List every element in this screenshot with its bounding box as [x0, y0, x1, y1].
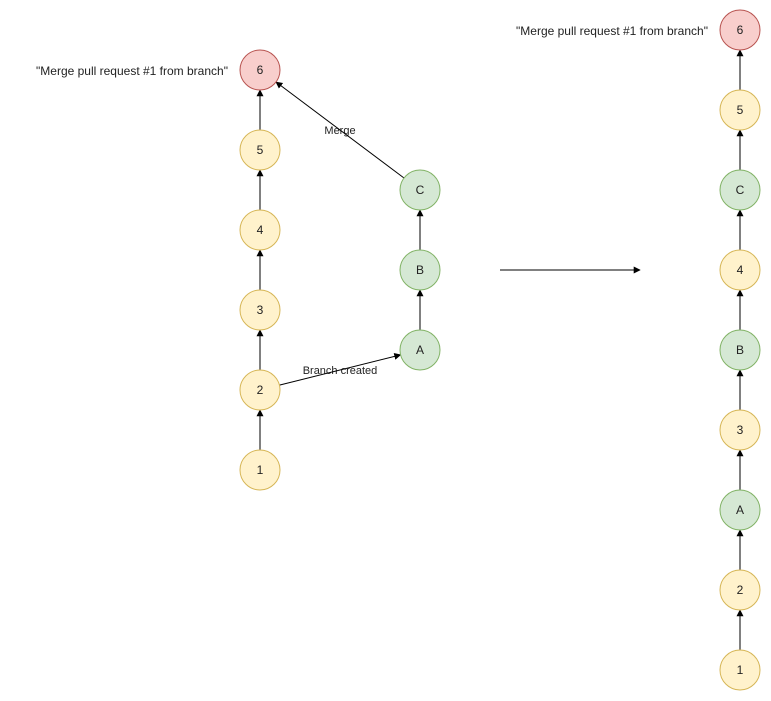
right-commit-6: 6	[719, 9, 761, 51]
right-commit-3-circle	[719, 409, 761, 451]
left-commit-B-circle	[399, 249, 441, 291]
right-commit-C: C	[719, 169, 761, 211]
left-commit-2-label: 2	[257, 383, 264, 397]
left-commit-3: 3	[239, 289, 281, 331]
left-edge-merge	[275, 81, 405, 179]
right-commit-5-circle	[719, 89, 761, 131]
right-commit-2-circle	[719, 569, 761, 611]
right-commit-B: B	[719, 329, 761, 371]
left-commit-C-circle	[399, 169, 441, 211]
left-commit-5-circle	[239, 129, 281, 171]
right-commit-A-circle	[719, 489, 761, 531]
left-commit-2: 2	[239, 369, 281, 411]
left-edge-branch-created	[279, 352, 402, 386]
left-commit-6-circle	[239, 49, 281, 91]
right-commit-1: 1	[719, 649, 761, 691]
left-merge-caption: "Merge pull request #1 from branch"	[36, 64, 228, 78]
right-commit-5: 5	[719, 89, 761, 131]
left-commit-5: 5	[239, 129, 281, 171]
right-commit-2-label: 2	[737, 583, 744, 597]
left-commit-C: C	[399, 169, 441, 211]
left-commit-A-label: A	[416, 343, 424, 357]
right-commit-2: 2	[719, 569, 761, 611]
left-commit-5-label: 5	[257, 143, 264, 157]
left-commit-4-label: 4	[257, 223, 264, 237]
right-commit-4: 4	[719, 249, 761, 291]
left-commit-2-circle	[239, 369, 281, 411]
left-commit-1-circle	[239, 449, 281, 491]
left-commit-B: B	[399, 249, 441, 291]
left-commit-C-label: C	[416, 183, 425, 197]
right-commit-4-circle	[719, 249, 761, 291]
left-commit-4-circle	[239, 209, 281, 251]
right-commit-1-label: 1	[737, 663, 744, 677]
left-commit-3-label: 3	[257, 303, 264, 317]
right-commit-A: A	[719, 489, 761, 531]
left-commit-1-label: 1	[257, 463, 264, 477]
left-commit-A-circle	[399, 329, 441, 371]
left-commit-B-label: B	[416, 263, 424, 277]
right-commit-B-circle	[719, 329, 761, 371]
right-commit-C-label: C	[736, 183, 745, 197]
right-commit-3-label: 3	[737, 423, 744, 437]
right-commit-C-circle	[719, 169, 761, 211]
right-commit-6-circle	[719, 9, 761, 51]
right-commit-B-label: B	[736, 343, 744, 357]
right-commit-5-label: 5	[737, 103, 744, 117]
right-commit-1-circle	[719, 649, 761, 691]
left-commit-3-circle	[239, 289, 281, 331]
left-commit-1: 1	[239, 449, 281, 491]
left-commit-6: 6	[239, 49, 281, 91]
right-commit-A-label: A	[736, 503, 744, 517]
right-commit-4-label: 4	[737, 263, 744, 277]
right-commit-6-label: 6	[737, 23, 744, 37]
branch-created-label: Branch created	[303, 365, 378, 377]
right-merge-caption: "Merge pull request #1 from branch"	[516, 24, 708, 38]
left-commit-A: A	[399, 329, 441, 371]
left-commit-6-label: 6	[257, 63, 264, 77]
right-commit-3: 3	[719, 409, 761, 451]
left-commit-4: 4	[239, 209, 281, 251]
merge-edge-label: Merge	[324, 125, 355, 137]
